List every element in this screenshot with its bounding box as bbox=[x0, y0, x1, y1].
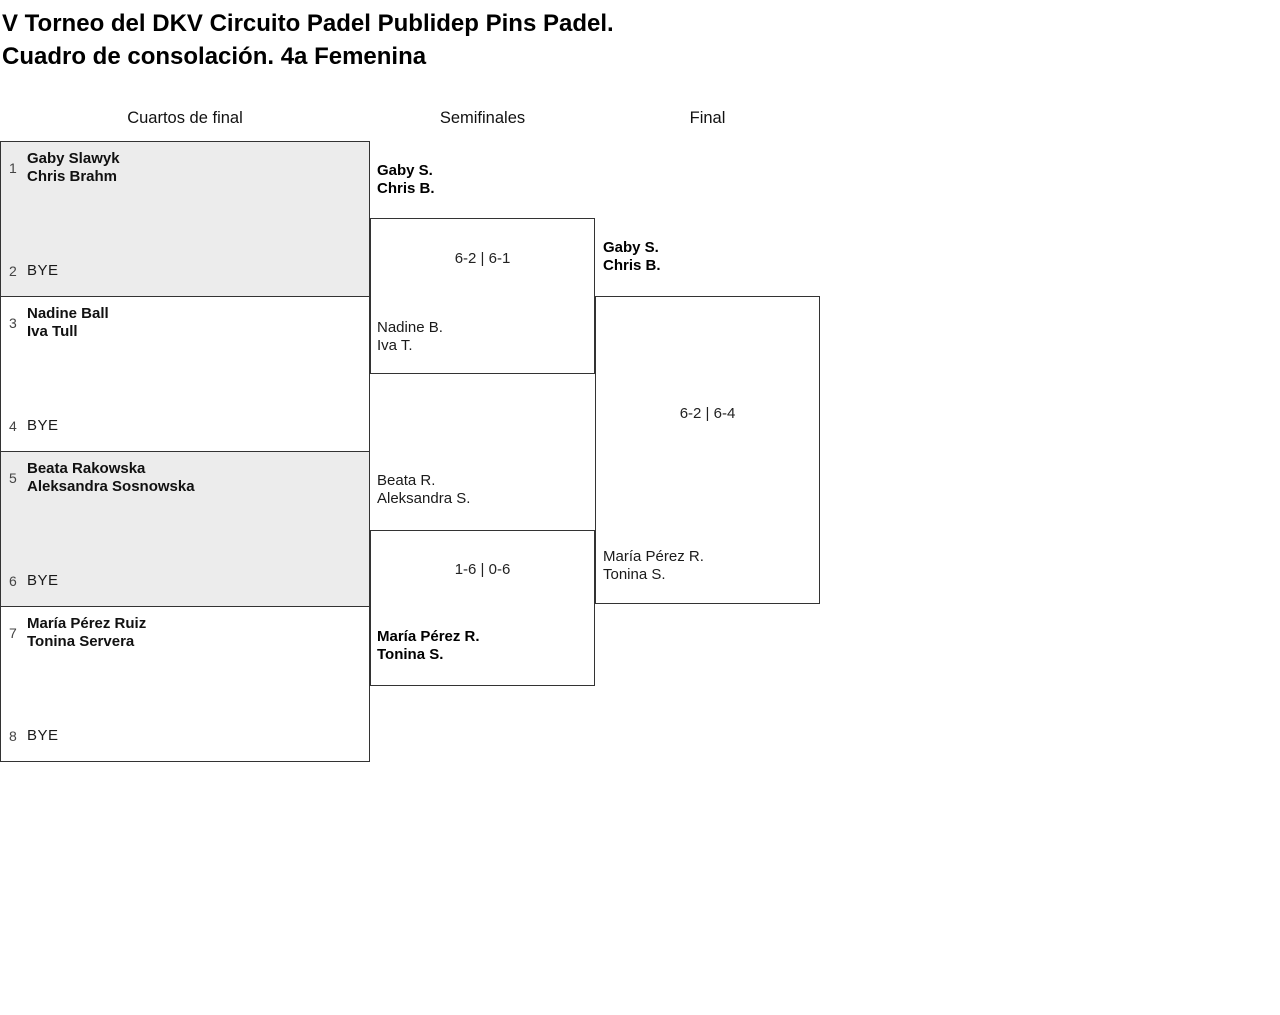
player-name: Nadine Ball bbox=[27, 305, 109, 322]
bracket-entry-seed-2: 2 BYE bbox=[9, 262, 361, 279]
player-name: Gaby S. bbox=[603, 239, 659, 256]
seed-number: 3 bbox=[9, 315, 17, 331]
column-header-semifinals: Semifinales bbox=[439, 109, 526, 127]
final-match-box: 6-2 | 6-4 bbox=[595, 296, 820, 604]
player-name: María Pérez R. bbox=[603, 548, 704, 565]
bracket-entry-seed-5: 5 Beata Rakowska Aleksandra Sosnowska bbox=[9, 460, 361, 496]
player-name: Tonina S. bbox=[603, 566, 666, 583]
semifinal1-score: 6-2 | 6-1 bbox=[454, 250, 511, 267]
bye-label: BYE bbox=[27, 572, 59, 589]
bracket-entry-seed-1: 1 Gaby Slawyk Chris Brahm bbox=[9, 150, 361, 186]
bye-label: BYE bbox=[27, 262, 59, 279]
player-name: Tonina Servera bbox=[27, 633, 135, 650]
team-names: Beata Rakowska Aleksandra Sosnowska bbox=[27, 460, 195, 496]
player-name: Gaby Slawyk bbox=[27, 150, 120, 167]
player-name: Tonina S. bbox=[377, 646, 444, 663]
player-name: Beata R. bbox=[377, 472, 436, 489]
semifinal2-score: 1-6 | 0-6 bbox=[454, 561, 511, 578]
column-header-quarterfinals: Cuartos de final bbox=[127, 109, 243, 127]
semifinal2-team1: Beata R. Aleksandra S. bbox=[377, 472, 470, 508]
tournament-name: V Torneo del DKV Circuito Padel Publidep… bbox=[2, 10, 614, 37]
player-name: Chris B. bbox=[377, 180, 435, 197]
seed-number: 6 bbox=[9, 572, 17, 589]
bracket-entry-seed-6: 6 BYE bbox=[9, 572, 361, 589]
bracket-entry-seed-8: 8 BYE bbox=[9, 727, 361, 744]
quarterfinal-match-2: 3 Nadine Ball Iva Tull 4 BYE bbox=[0, 296, 370, 452]
draw-subtitle: Cuadro de consolación. 4a Femenina bbox=[2, 43, 427, 70]
player-name: Iva T. bbox=[377, 337, 413, 354]
bracket-entry-seed-3: 3 Nadine Ball Iva Tull bbox=[9, 305, 361, 341]
team-names: Nadine Ball Iva Tull bbox=[27, 305, 109, 341]
player-name: Chris Brahm bbox=[27, 168, 118, 185]
bracket-entry-seed-7: 7 María Pérez Ruiz Tonina Servera bbox=[9, 615, 361, 651]
seed-number: 7 bbox=[9, 625, 17, 641]
bye-label: BYE bbox=[27, 417, 59, 434]
quarterfinals-column: 1 Gaby Slawyk Chris Brahm 2 BYE 3 Nadine… bbox=[0, 141, 370, 762]
player-name: María Pérez R. bbox=[377, 628, 480, 645]
quarterfinal-match-1: 1 Gaby Slawyk Chris Brahm 2 BYE bbox=[0, 141, 370, 297]
player-name: Aleksandra Sosnowska bbox=[27, 478, 195, 495]
semifinal1-team2: Nadine B. Iva T. bbox=[377, 319, 443, 355]
team-names: Gaby Slawyk Chris Brahm bbox=[27, 150, 120, 186]
column-header-final: Final bbox=[689, 109, 726, 127]
player-name: Gaby S. bbox=[377, 162, 433, 179]
bracket-entry-seed-4: 4 BYE bbox=[9, 417, 361, 434]
bye-label: BYE bbox=[27, 727, 59, 744]
seed-number: 2 bbox=[9, 262, 17, 279]
player-name: Beata Rakowska bbox=[27, 460, 146, 477]
semifinal1-match-box: 6-2 | 6-1 bbox=[370, 218, 595, 374]
seed-number: 4 bbox=[9, 417, 17, 434]
seed-number: 8 bbox=[9, 727, 17, 744]
page-title: V Torneo del DKV Circuito Padel Publidep… bbox=[2, 7, 614, 73]
player-name: Chris B. bbox=[603, 257, 661, 274]
final-team2: María Pérez R. Tonina S. bbox=[603, 548, 704, 584]
seed-number: 1 bbox=[9, 160, 17, 176]
player-name: María Pérez Ruiz bbox=[27, 615, 147, 632]
semifinal2-team2: María Pérez R. Tonina S. bbox=[377, 628, 480, 664]
final-score: 6-2 | 6-4 bbox=[679, 405, 736, 422]
semifinal2-match-box: 1-6 | 0-6 bbox=[370, 530, 595, 686]
quarterfinal-match-4: 7 María Pérez Ruiz Tonina Servera 8 BYE bbox=[0, 606, 370, 762]
quarterfinal-match-3: 5 Beata Rakowska Aleksandra Sosnowska 6 … bbox=[0, 451, 370, 607]
player-name: Nadine B. bbox=[377, 319, 443, 336]
seed-number: 5 bbox=[9, 470, 17, 486]
player-name: Aleksandra S. bbox=[377, 490, 471, 507]
player-name: Iva Tull bbox=[27, 323, 78, 340]
semifinal1-team1: Gaby S. Chris B. bbox=[377, 162, 435, 198]
final-team1: Gaby S. Chris B. bbox=[603, 239, 661, 275]
team-names: María Pérez Ruiz Tonina Servera bbox=[27, 615, 146, 651]
